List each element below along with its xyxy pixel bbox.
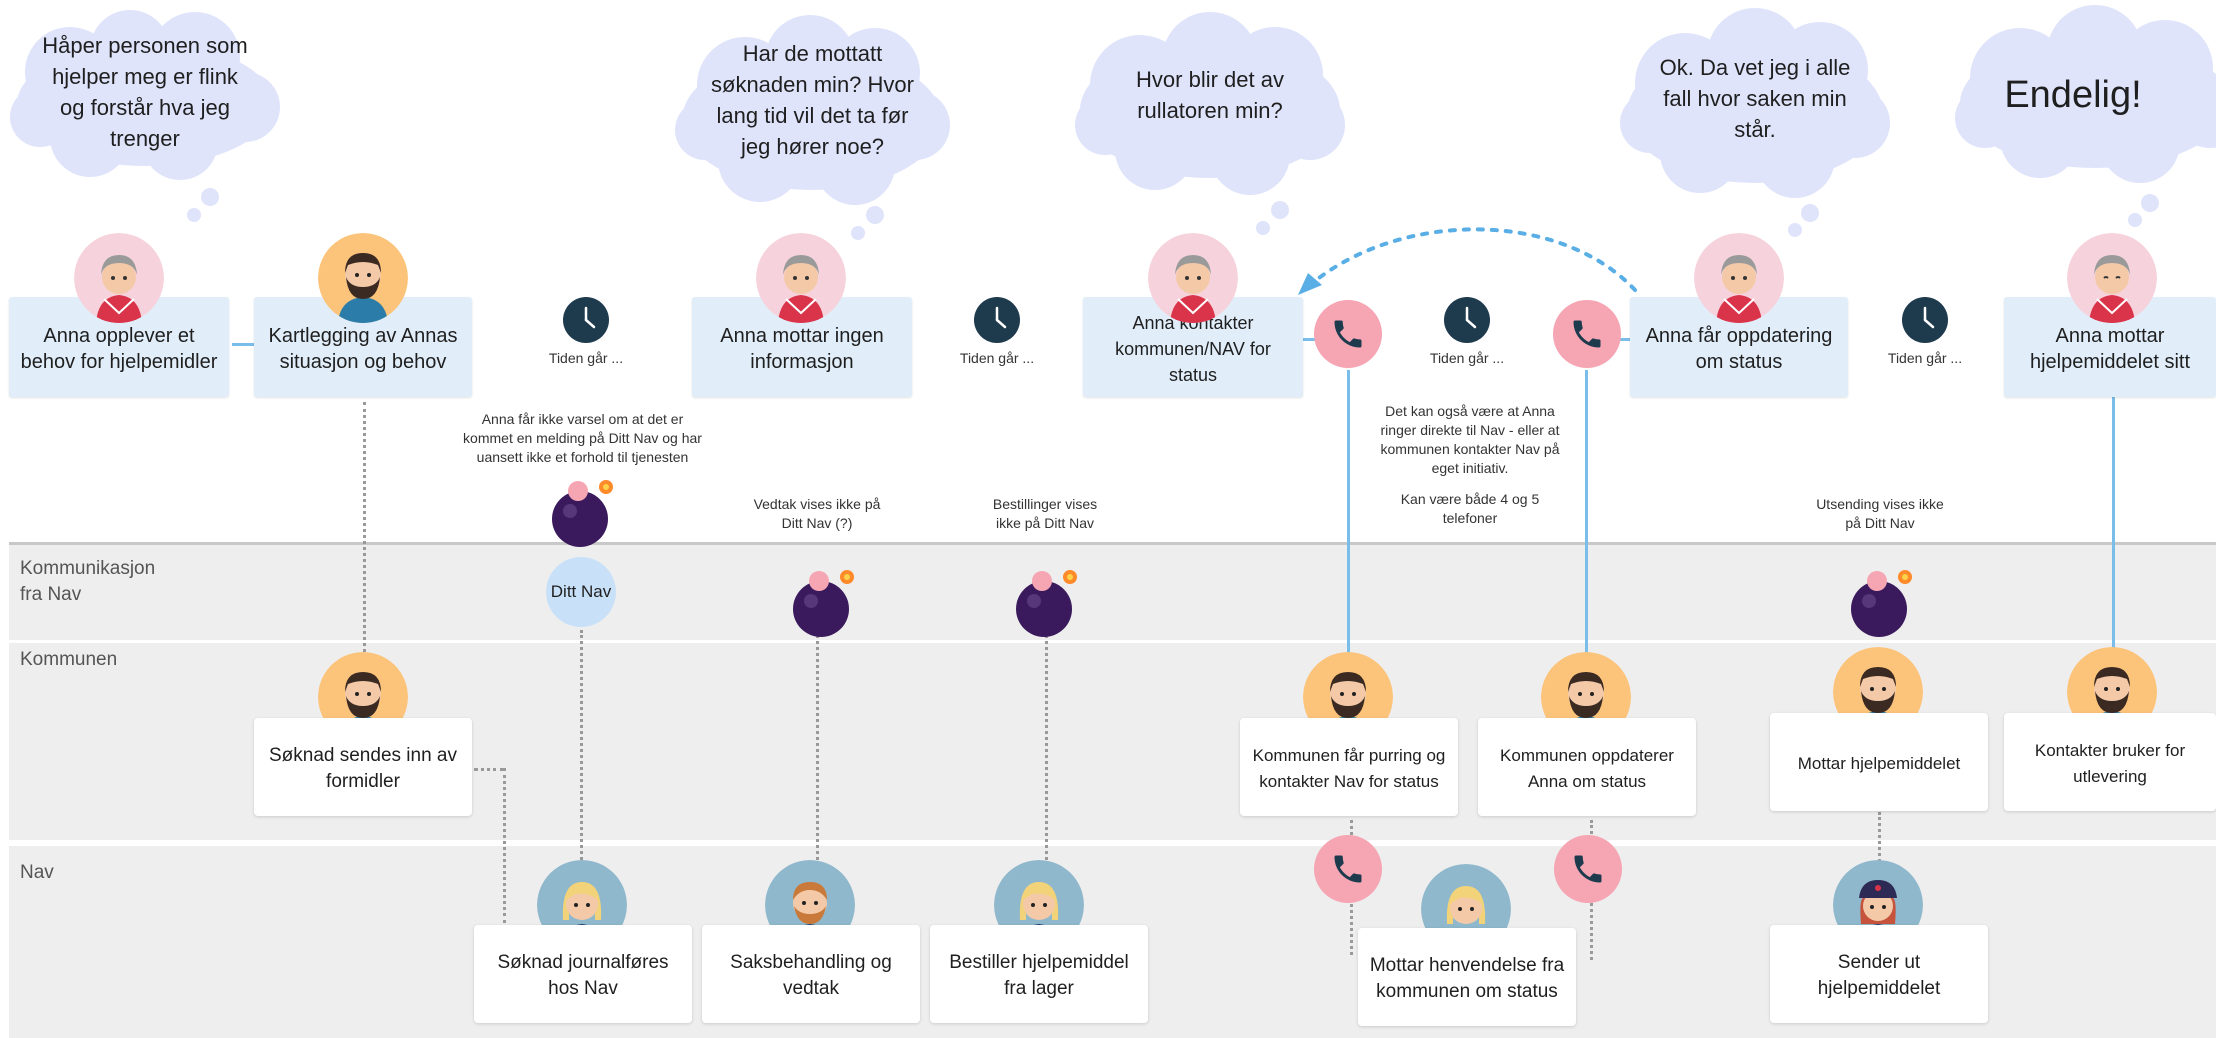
thought-text: Ok. Da vet jeg i alle fall hvor saken mi… (1659, 54, 1851, 142)
return-arrow (1298, 227, 1637, 295)
avatar-anna (2067, 233, 2157, 323)
connector-line (1585, 370, 1588, 660)
note-direct-call: Det kan også være at Anna ringer direkte… (1380, 403, 1560, 476)
connector-line (1618, 338, 1630, 341)
avatar-anna (756, 233, 846, 323)
lane-communication (9, 542, 2216, 640)
lane-label-municipality: Kommunen (20, 649, 118, 670)
clock-icon (974, 297, 1020, 343)
note-ditt-nav-warning: Anna får ikke varsel om at det er kommet… (463, 411, 702, 465)
connector-line (474, 768, 504, 771)
connector-line (363, 402, 366, 652)
municipality-step-box: Søknad sendes inn av formidler (254, 718, 472, 816)
avatar-anna (1148, 233, 1238, 323)
connector-line (580, 630, 583, 925)
phone-icon (1553, 300, 1621, 368)
clock-label: Tiden går ... (548, 350, 624, 366)
thought-text: Endelig! (2004, 74, 2142, 116)
thought-text: Hvor blir det av rullatoren min? (1136, 67, 1284, 123)
clock-label: Tiden går ... (959, 350, 1035, 366)
thought-cloud: Håper personen som hjelper meg er flink … (10, 10, 280, 222)
clock-icon (1902, 297, 1948, 343)
bomb-icon (546, 477, 616, 547)
municipality-step-box: Kommunen oppdaterer Anna om status (1478, 718, 1696, 816)
lane-label-communication: Kommunikasjon fra Nav (20, 558, 156, 605)
connector-line (232, 343, 254, 346)
thought-text: Håper personen som hjelper meg er flink … (42, 33, 248, 151)
phone-icon (1314, 835, 1382, 903)
bomb-icon (1845, 567, 1915, 637)
nav-step-box: Bestiller hjelpemiddel fra lager (930, 925, 1148, 1023)
connector-line (2112, 395, 2115, 655)
top-step-box: Kartlegging av Annas situasjon og behov (254, 297, 472, 397)
thought-cloud: Endelig! (1950, 5, 2216, 228)
thought-cloud: Ok. Da vet jeg i alle fall hvor saken mi… (1620, 8, 1890, 238)
note-vedtak: Vedtak vises ikke på Ditt Nav (?) (753, 496, 881, 531)
note-bestillinger: Bestillinger vises ikke på Ditt Nav (992, 496, 1098, 531)
clock-label: Tiden går ... (1429, 350, 1505, 366)
connector-line (1303, 338, 1315, 341)
nav-step-box: Søknad journalføres hos Nav (474, 925, 692, 1023)
municipality-step-box: Kontakter bruker for utlevering (2004, 713, 2216, 811)
thought-text: Har de mottatt søknaden min? Hvor lang t… (711, 41, 914, 159)
municipality-step-box: Mottar hjelpemiddelet (1770, 713, 1988, 811)
thought-cloud: Har de mottatt søknaden min? Hvor lang t… (675, 15, 950, 240)
avatar-bearded-man (318, 233, 408, 323)
lane-label-nav: Nav (20, 862, 54, 883)
avatar-anna (74, 233, 164, 323)
nav-step-box: Saksbehandling og vedtak (702, 925, 920, 1023)
connector-line (1045, 630, 1048, 860)
bomb-icon (1010, 567, 1080, 637)
connector-line (503, 768, 506, 923)
note-phones: Kan være både 4 og 5 telefoner (1400, 491, 1540, 526)
phone-icon (1314, 300, 1382, 368)
phone-icon (1554, 835, 1622, 903)
nav-step-box: Sender ut hjelpemiddelet (1770, 925, 1988, 1023)
connector-line (816, 630, 819, 860)
municipality-step-box: Kommunen får purring og kontakter Nav fo… (1240, 718, 1458, 816)
connector-line (1347, 370, 1350, 660)
nav-step-box: Mottar henvendelse fra kommunen om statu… (1358, 928, 1576, 1026)
thought-cloud: Hvor blir det av rullatoren min? (1075, 12, 1345, 240)
connector-line (1878, 812, 1881, 862)
ditt-nav-badge: Ditt Nav (546, 557, 616, 627)
bomb-icon (787, 567, 857, 637)
clock-icon (1444, 297, 1490, 343)
note-utsending: Utsending vises ikke på Ditt Nav (1816, 496, 1944, 531)
clock-icon (563, 297, 609, 343)
avatar-anna (1694, 233, 1784, 323)
clock-label: Tiden går ... (1887, 350, 1963, 366)
